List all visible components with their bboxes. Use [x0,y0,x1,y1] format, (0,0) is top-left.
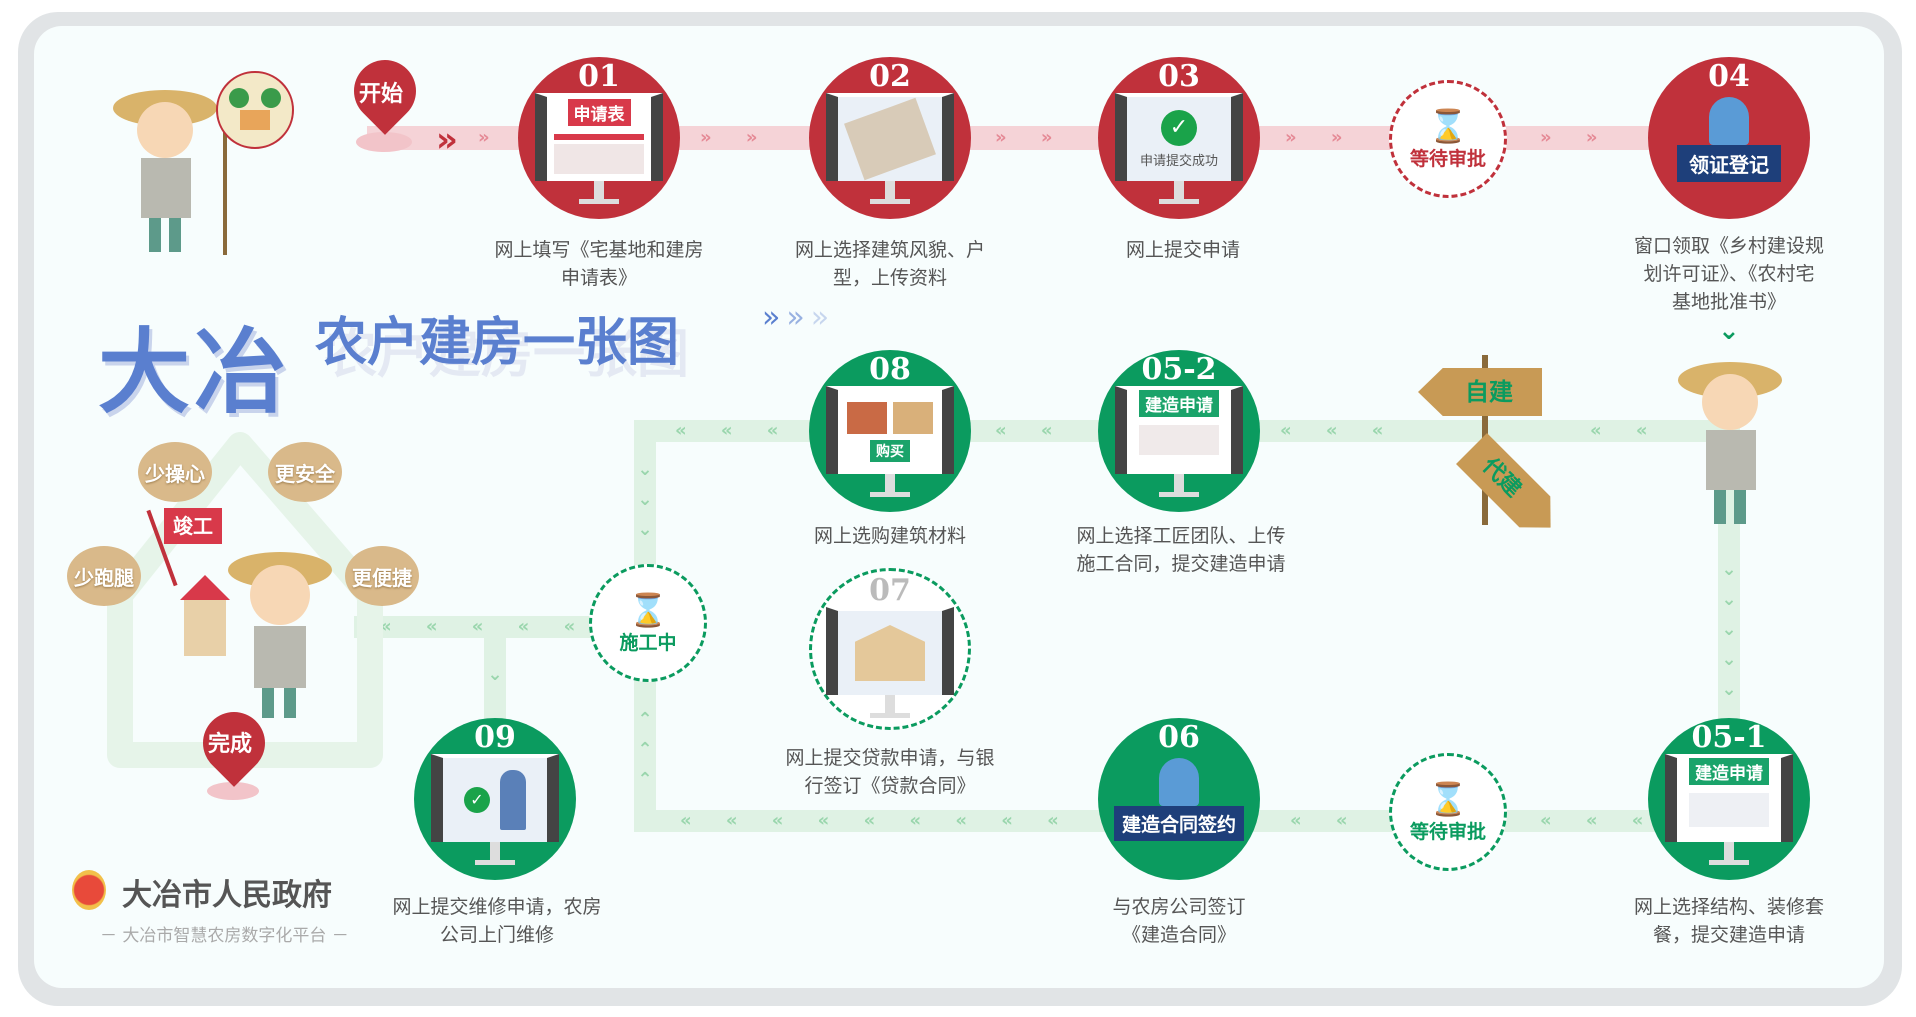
step-01-label: 网上填写《宅基地和建房申请表》 [494,239,704,289]
step-02-label: 网上选择建筑风貌、户型，上传资料 [794,239,986,289]
buy-tag: 购买 [870,440,910,462]
check-icon: ✓ [1161,109,1197,146]
step-05-2-label: 网上选择工匠团队、上传施工合同，提交建造申请 [1076,525,1286,575]
middle-track-chevrons: « « [995,420,1067,441]
hourglass-icon: ⌛ [1428,779,1468,818]
step-09-label: 网上提交维修申请，农房公司上门维修 [392,896,602,946]
step-number: 07 [869,573,911,608]
bottom-track-chevrons: « « « « « « « « « [680,810,1073,831]
house-and-farmer-illustration [180,552,332,718]
sign-self-build[interactable]: 自建 [1418,368,1542,416]
materials-icon: 购买 [826,386,954,474]
end-shadow [207,782,259,800]
middle-track-chevrons: « « « [1280,420,1398,441]
step-number: 03 [1158,59,1200,94]
step-05-1-label: 网上选择结构、装修套餐，提交建造申请 [1633,896,1825,946]
check-icon: ✓ [464,787,490,813]
bottom-track-chevrons: « « « [1540,810,1658,831]
start-label: 开始 [359,82,404,107]
repair-track [484,626,506,726]
step-01[interactable]: 01 申请表 [518,57,680,219]
platform-name: － 大冶市智慧农房数字化平台 － [100,926,349,946]
screen-tag: 申请表 [567,99,631,126]
top-track-chevrons: » [478,127,504,148]
hourglass-icon: ⌛ [628,590,668,629]
waiting-approval-1: ⌛等待审批 [1389,80,1507,198]
organization-name: 大冶市人民政府 [122,878,332,913]
floorplan-icon [826,93,954,181]
title-sub: 农户建房一张图 [315,313,680,373]
left-track-chevrons: ⌄⌄⌄ [637,459,653,540]
top-track-chevrons: » » [1285,127,1357,148]
step-05-1[interactable]: 05-1 建造申请 [1648,718,1810,880]
monitor-icon: 建造申请 [1665,754,1793,842]
left-track-chevrons: ⌃⌃⌃ [637,709,653,790]
step-04[interactable]: 04 领证登记 [1648,57,1810,219]
middle-track-chevrons: « « [1590,420,1662,441]
step-03-label: 网上提交申请 [1125,239,1241,261]
start-chevron: » [436,120,458,160]
start-shadow [356,132,412,152]
under-construction: ⌛施工中 [589,564,707,682]
bubble-safer: 更安全 [268,442,342,502]
sign-self-label: 自建 [1465,378,1513,406]
flag-label: 竣工 [173,514,213,538]
bottom-track-chevrons: « « [1290,810,1362,831]
screen-tag: 建造申请 [1139,390,1219,417]
bubble-less-travel: 少跑腿 [67,546,141,606]
repair-track-chevrons: ⌄ [487,664,503,685]
title-chevrons: »»» [762,300,836,335]
clerk-icon [1709,97,1749,145]
step-number: 05-2 [1141,352,1217,387]
step-07[interactable]: 07 [809,568,971,730]
finish-track-chevrons: « « « « « [380,616,590,637]
step-07-label: 网上提交贷款申请，与银行签订《贷款合同》 [785,747,995,797]
monitor-icon: 申请表 [535,93,663,181]
monitor-icon: ✓ 申请提交成功 [1115,93,1243,181]
end-label: 完成 [208,732,253,757]
step-number: 01 [578,59,620,94]
step-08-label: 网上选购建筑材料 [813,525,967,547]
step-06-label: 与农房公司签订《建造合同》 [1112,896,1246,946]
step-number: 06 [1158,720,1200,755]
farmer-illustration-right [1678,362,1782,524]
screen-tag: 建造合同签约 [1113,806,1244,841]
top-track-chevrons: » » [700,127,772,148]
step-06[interactable]: 06 建造合同签约 [1098,718,1260,880]
right-track-chevrons: ⌄⌄⌄⌄⌄ [1721,559,1737,700]
monitor-icon: 建造申请 [1115,386,1243,474]
house-outline [107,432,383,768]
step-number: 08 [869,352,911,387]
national-emblem-icon [72,870,106,910]
step-number: 04 [1708,59,1750,94]
step-02[interactable]: 02 [809,57,971,219]
bank-icon [826,607,954,695]
middle-track-chevrons: « « « [675,420,793,441]
step-number: 02 [869,59,911,94]
signing-icon [1159,758,1199,806]
step-03[interactable]: 03 ✓ 申请提交成功 [1098,57,1260,219]
completion-flag: 竣工 [164,508,222,544]
screen-text: 申请提交成功 [1139,153,1218,169]
down-chevron-icon: ⌄ [1718,316,1740,346]
step-04-label: 窗口领取《乡村建设规划许可证》、《农村宅基地批准书》 [1633,235,1825,313]
hourglass-icon: ⌛ [1428,106,1468,145]
step-09[interactable]: 09 ✓ [414,718,576,880]
step-number: 09 [474,720,516,755]
farmer-illustration [113,71,294,255]
waiting-approval-2: ⌛等待审批 [1389,753,1507,871]
bubble-more-convenient: 更便捷 [345,546,419,606]
screen-tag: 领证登记 [1677,145,1781,182]
top-track-chevrons: » » [995,127,1067,148]
screen-tag: 建造申请 [1689,758,1769,785]
step-08[interactable]: 08 购买 [809,350,971,512]
top-track-chevrons: » » [1540,127,1612,148]
bubble-less-worry: 少操心 [138,442,212,502]
step-05-2[interactable]: 05-2 建造申请 [1098,350,1260,512]
repairman-icon: ✓ [431,754,559,842]
title-main: 大冶 [98,319,291,426]
step-number: 05-1 [1691,720,1767,755]
